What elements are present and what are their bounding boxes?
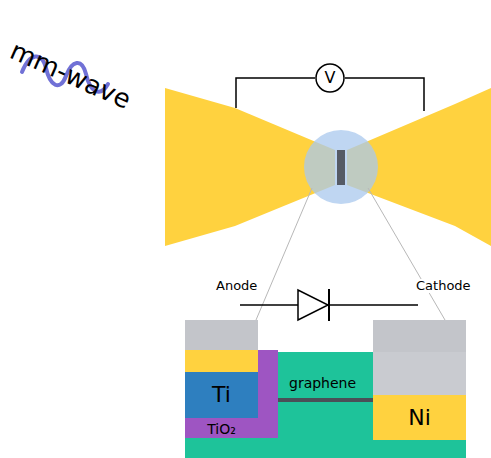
device-bar — [337, 150, 345, 185]
zoom-circle — [304, 130, 378, 204]
wire — [236, 78, 315, 108]
gold-layer — [185, 350, 258, 372]
titanium-layer: Ti — [185, 372, 258, 418]
graphene-layer — [278, 398, 373, 402]
contact-pad — [185, 320, 258, 350]
nickel-layer: Ni — [373, 395, 466, 440]
layer-name: Ti — [212, 384, 231, 406]
substrate — [278, 352, 373, 458]
oxide-layer: TiO₂ — [185, 350, 278, 438]
layer-name: Ni — [408, 407, 431, 429]
material-name: graphene — [287, 376, 358, 391]
wire — [345, 78, 424, 111]
diode-symbol — [328, 289, 330, 321]
terminal-name: Cathode — [414, 279, 473, 293]
contact-pad — [373, 352, 466, 395]
wave-label: mm-wave — [4, 35, 137, 115]
contact-pad — [373, 320, 466, 352]
terminal-name: Anode — [214, 279, 259, 293]
zoom-line — [368, 188, 445, 320]
substrate — [373, 440, 466, 458]
layer-name: TiO₂ — [207, 422, 236, 436]
layer-name: V — [325, 70, 336, 86]
voltmeter: V — [315, 63, 345, 93]
diode-symbol — [298, 290, 328, 320]
